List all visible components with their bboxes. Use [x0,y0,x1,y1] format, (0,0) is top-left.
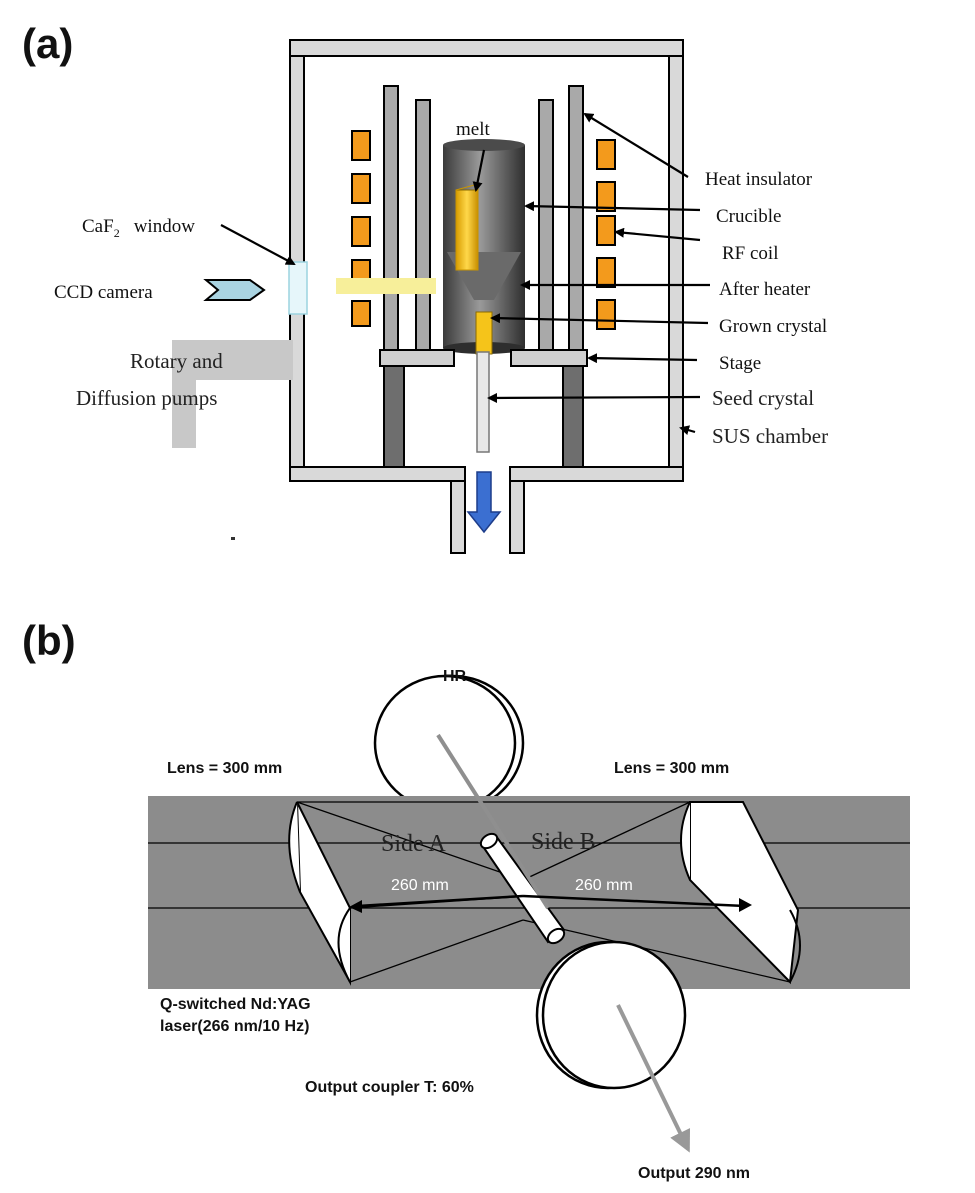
dimension-arrows [357,894,746,908]
rf-coil-right [596,139,616,330]
output-coupler [535,940,687,1090]
panel-a: (a) [22,20,828,554]
label-pumps-line1: Rotary and [130,349,223,373]
label-hr: HR [443,668,467,685]
hr-mirror [373,674,525,812]
ccd-camera-icon [203,279,266,301]
seed-crystal [476,351,490,453]
label-dist-left: 260 mm [391,877,449,894]
label-laser-line1: Q-switched Nd:YAG [160,996,311,1013]
label-sus-chamber: SUS chamber [712,424,828,448]
center-crystal [479,832,566,945]
label-stage: Stage [719,353,761,374]
dim-arrow-right-head [739,898,752,912]
pulling-arrow-icon [466,471,502,534]
melt [455,189,479,271]
label-ccd-camera: CCD camera [54,282,153,303]
label-output-coupler: Output coupler T: 60% [305,1079,474,1096]
label-seed-crystal: Seed crystal [712,386,814,410]
pumps-pipe [172,340,293,448]
dim-arrow-left-head [349,900,362,913]
label-lens-left: Lens = 300 mm [167,760,282,777]
grown-crystal [475,311,493,355]
stray-mark [231,537,235,540]
rf-coil-left [351,130,371,327]
label-output: Output 290 nm [638,1165,750,1182]
leader-lines [220,112,710,436]
lens-right [680,801,801,985]
label-grown-crystal: Grown crystal [719,316,827,337]
label-rf-coil: RF coil [722,243,778,264]
stage [379,349,588,367]
label-crucible: Crucible [716,206,781,227]
hr-axis-beam [436,733,550,910]
label-melt: melt [456,119,490,140]
label-side-b: Side B [531,829,596,855]
panel-a-label: (a) [22,20,73,67]
lens-left [288,801,351,986]
label-after-heater: After heater [719,279,811,300]
label-side-a: Side A [381,831,446,857]
output-beam-arrow [616,1004,691,1153]
panel-b-label: (b) [22,617,76,664]
label-heat-insulator: Heat insulator [705,169,813,190]
label-pumps-line2: Diffusion pumps [76,386,217,410]
panel-b: (b) [22,617,910,1182]
label-lens-right: Lens = 300 mm [614,760,729,777]
label-laser-line2: laser(266 nm/10 Hz) [160,1018,309,1035]
stage-supports [383,365,584,468]
label-dist-right: 260 mm [575,877,633,894]
camera-beam [336,278,436,294]
caf2-window [288,261,308,315]
